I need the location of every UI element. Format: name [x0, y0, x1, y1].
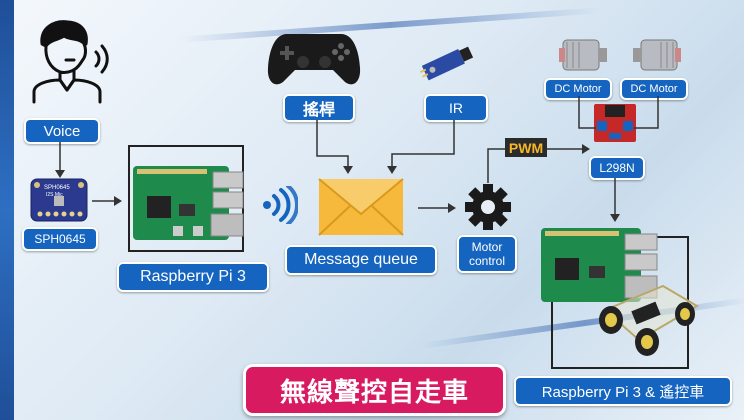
- arrow-ir-to-queue: [384, 120, 456, 176]
- dc-motor-right-icon: [631, 34, 683, 76]
- motor-control-line1: Motor: [471, 240, 503, 254]
- chip-text-1: SPH0645: [44, 185, 70, 191]
- arrow-joystick-to-queue: [316, 120, 356, 176]
- wireless-signal-icon: [262, 186, 298, 224]
- l298n-label: L298N: [589, 156, 645, 180]
- ir-label: IR: [424, 94, 488, 122]
- wire-l298n-to-left-motor: [576, 96, 598, 132]
- arrow-voice-to-mic: [54, 142, 66, 178]
- person-speaking-icon: [30, 18, 114, 104]
- arrow-l298n-to-car: [609, 178, 621, 224]
- raspberry-pi-car-board: [541, 228, 661, 302]
- joystick-label: 搖桿: [283, 94, 355, 122]
- arrow-mic-to-pi: [92, 195, 122, 207]
- motor-control-line2: control: [468, 254, 506, 268]
- message-queue-label: Message queue: [285, 245, 437, 275]
- motor-control-label: Motor control: [457, 235, 517, 273]
- envelope-icon: [318, 178, 404, 236]
- arrow-motor-control-to-l298n: [486, 143, 594, 185]
- gear-icon: [464, 183, 512, 231]
- sph0645-label: SPH0645: [22, 227, 98, 251]
- dc-motor-left-icon: [557, 34, 609, 76]
- raspberry-pi-car-label: Raspberry Pi 3 & 遙控車: [514, 376, 732, 406]
- left-edge-bar: [0, 0, 14, 420]
- wire-l298n-to-right-motor: [634, 96, 664, 132]
- l298n-board: [593, 103, 637, 143]
- title-banner: 無線聲控自走車: [243, 364, 506, 416]
- arrow-queue-to-motor-control: [418, 202, 458, 214]
- robot-car-icon: [593, 280, 705, 360]
- ir-sensor-icon: [417, 45, 477, 81]
- chip-text-2: I2S Mic: [46, 192, 63, 198]
- gamepad-icon: [267, 30, 361, 88]
- sph0645-mic-board: SPH0645 I2S Mic: [30, 178, 88, 222]
- pwm-label: PWM: [505, 138, 547, 157]
- raspberry-pi-board: [133, 166, 245, 240]
- voice-label: Voice: [24, 118, 100, 144]
- dc-motor-right-label: DC Motor: [620, 78, 688, 100]
- dc-motor-left-label: DC Motor: [544, 78, 612, 100]
- raspberry-pi-label: Raspberry Pi 3: [117, 262, 269, 292]
